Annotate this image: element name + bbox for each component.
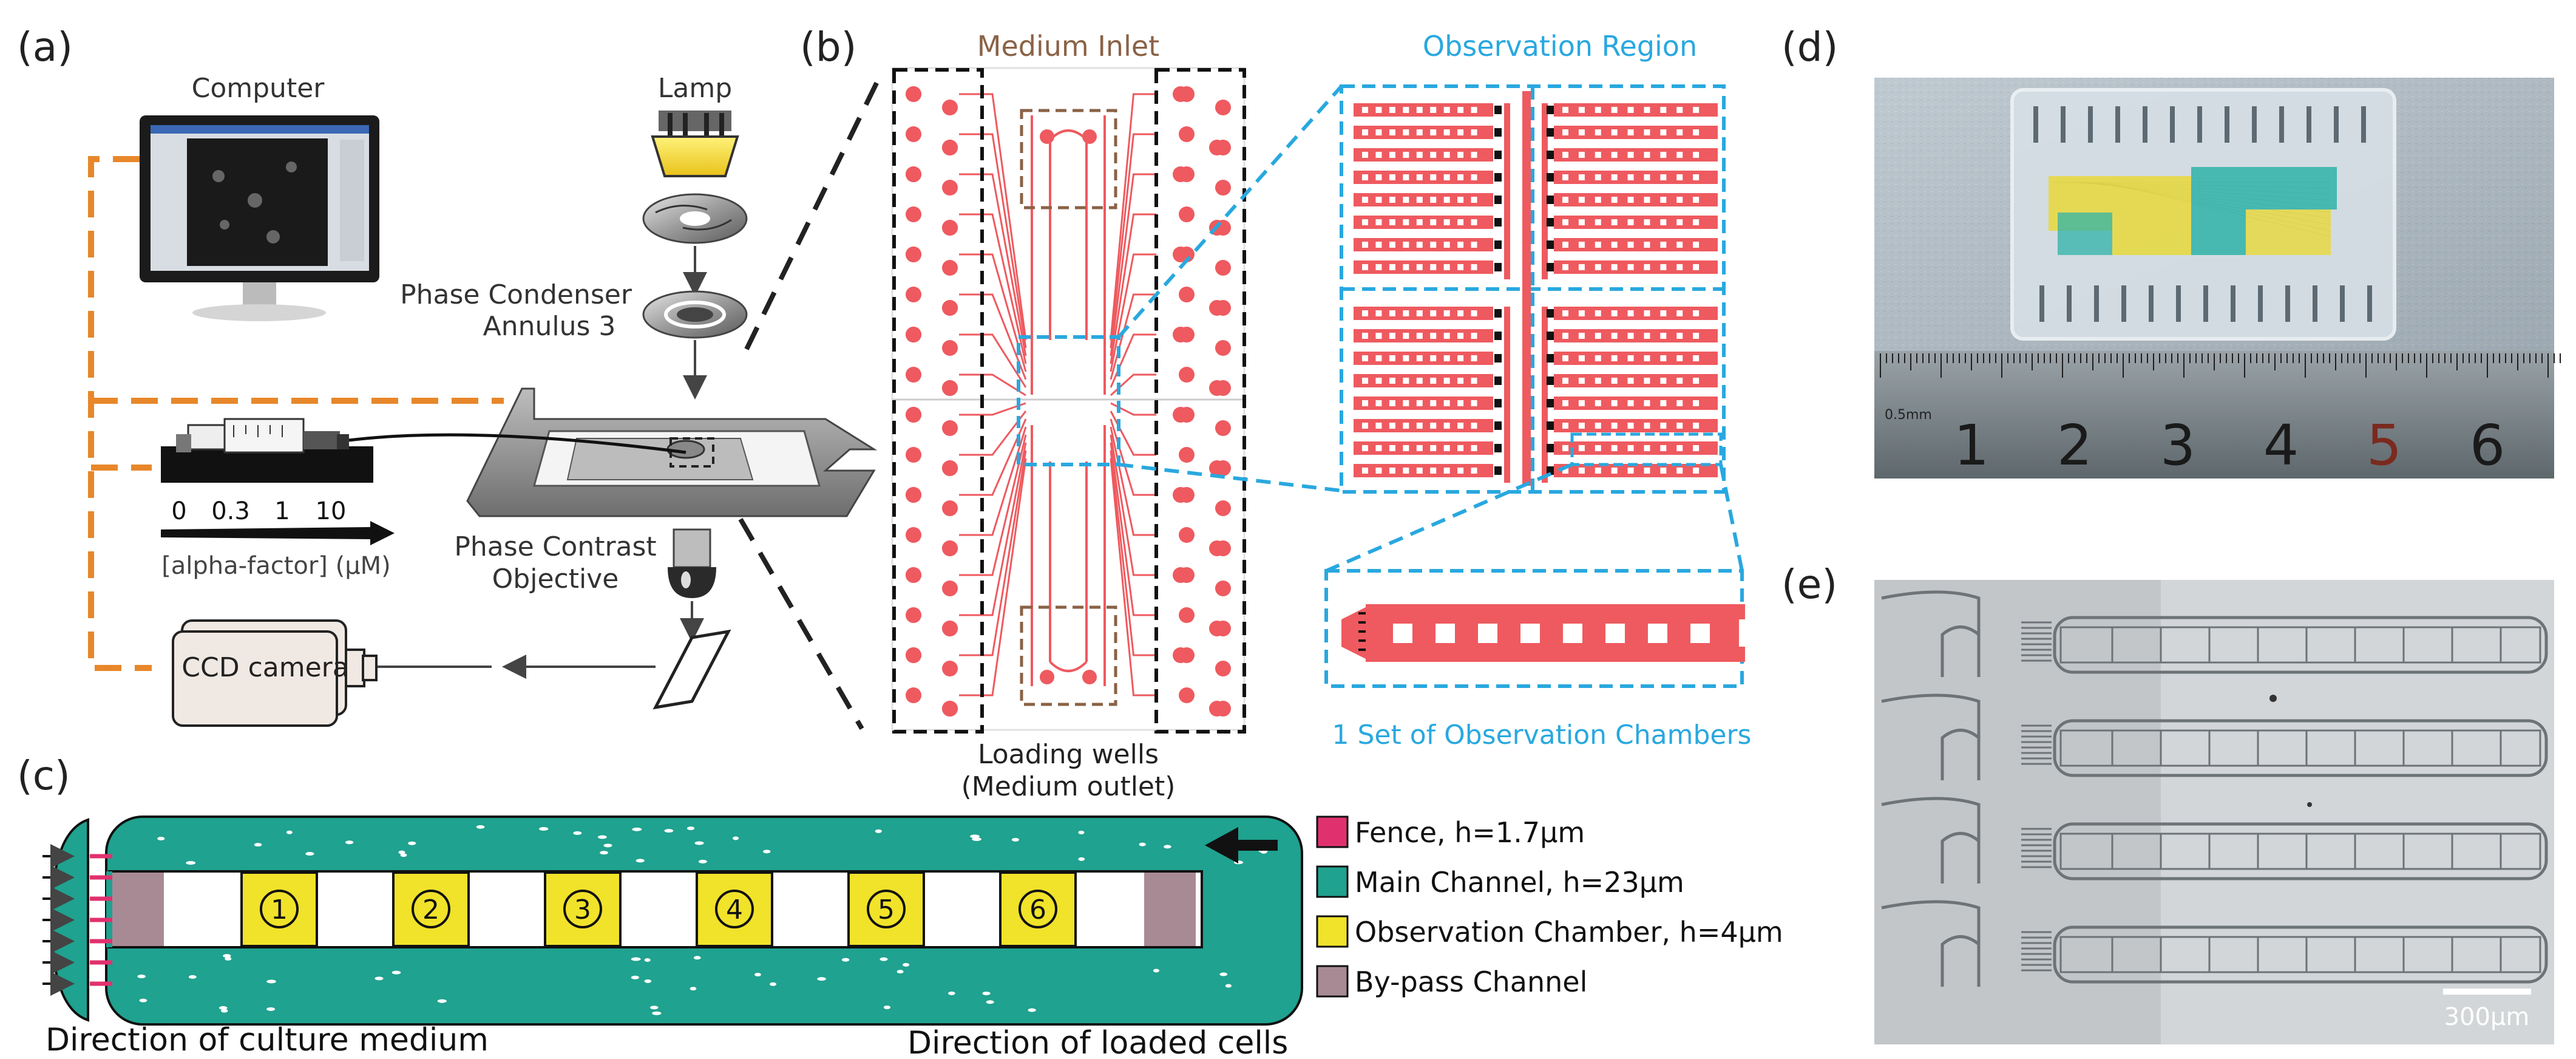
iris-diaphragm-icon xyxy=(642,193,748,244)
loading-wells xyxy=(906,86,1231,717)
concentration-label: [alpha-factor] (µM) xyxy=(161,552,391,580)
legend-label: By-pass Channel xyxy=(1355,965,1587,998)
panel-b: Medium Inlet Observation Region xyxy=(738,30,1752,802)
objective-label-1: Phase Contrast xyxy=(454,531,656,562)
panel-label-a: (a) xyxy=(17,24,73,70)
panel-c: 1 2 3 4 5 6 Direction of culture medium Direc… xyxy=(42,816,1783,1059)
single-set-chambers xyxy=(1341,604,1745,662)
chamber-2 xyxy=(392,871,470,947)
objective-label-2: Objective xyxy=(492,564,619,594)
direction-cells-label: Direction of loaded cells xyxy=(907,1025,1288,1059)
observation-region-box-small xyxy=(1017,335,1120,466)
scale-bar-label: 300μm xyxy=(2444,1003,2530,1031)
ruler-ticks xyxy=(1880,353,2561,378)
panel-label-e: (e) xyxy=(1781,561,1837,608)
pump-scale-3: 10 xyxy=(316,497,347,525)
legend-swatch xyxy=(1316,816,1349,848)
mirror-icon xyxy=(652,629,731,710)
chamber-6 xyxy=(999,871,1077,947)
chamber-number: 5 xyxy=(878,894,895,925)
chamber-number: 4 xyxy=(726,894,743,925)
chamber-number: 2 xyxy=(422,894,439,925)
medium-inlet-box-bottom xyxy=(1020,605,1117,706)
observation-chambers: 1 2 3 4 5 6 xyxy=(240,871,1077,947)
condenser-label-2: Annulus 3 xyxy=(483,311,616,342)
single-set-box xyxy=(1324,569,1744,688)
condenser-annulus-icon xyxy=(642,290,748,339)
loaded-cells-arrow xyxy=(1205,827,1278,863)
ruler-number: 2 xyxy=(2057,413,2093,478)
syringe-pump-icon xyxy=(161,418,373,483)
pump-scale-1: 0.3 xyxy=(211,497,250,525)
chamber-5 xyxy=(847,871,925,947)
bypass-right xyxy=(1144,873,1196,946)
inlet-arrows xyxy=(42,844,75,996)
central-channels xyxy=(1031,115,1106,686)
ccd-camera-icon xyxy=(172,619,378,727)
ruler-numbers: 1 2 3 4 5 6 xyxy=(1954,413,2506,478)
observation-chamber-rows xyxy=(1354,91,1718,486)
legend-label: Observation Chamber, h=4µm xyxy=(1355,916,1783,948)
metal-ruler xyxy=(1874,351,2554,478)
teal-dye xyxy=(2191,167,2337,255)
pump-scale-0: 0 xyxy=(171,497,186,525)
pump-scale-2: 1 xyxy=(274,497,290,525)
computer-icon xyxy=(140,115,379,321)
legend-swatch xyxy=(1316,865,1349,898)
legend-label: Fence, h=1.7µm xyxy=(1355,816,1585,849)
loading-wells-label-1: Loading wells xyxy=(978,739,1159,770)
lamp-icon xyxy=(651,111,739,177)
camera-label: CCD camera xyxy=(181,652,348,683)
microscope-stage xyxy=(466,387,878,517)
observation-region-label: Observation Region xyxy=(1423,30,1697,63)
legend-swatch xyxy=(1316,915,1349,948)
medium-inlet-label: Medium Inlet xyxy=(977,30,1159,63)
orange-dashed-connectors xyxy=(88,156,504,671)
ruler-number: 4 xyxy=(2263,413,2299,478)
legend-swatch xyxy=(1316,965,1349,998)
ruler-number: 1 xyxy=(1954,413,1990,478)
legend-label: Main Channel, h=23µm xyxy=(1355,866,1684,899)
panel-label-c: (c) xyxy=(17,752,70,799)
medium-inlet-box-top xyxy=(1020,109,1117,209)
ruler-unit: 0.5mm xyxy=(1885,407,1932,423)
chamber-1 xyxy=(240,871,318,947)
loading-wells-box-left xyxy=(892,68,984,734)
panel-e-micrograph: 300μm xyxy=(1874,580,2554,1044)
lamp-label: Lamp xyxy=(658,73,732,104)
chamber-number: 3 xyxy=(574,894,591,925)
ruler-number: 6 xyxy=(2470,413,2506,478)
panel-label-d: (d) xyxy=(1781,24,1838,70)
ruler-number: 5 xyxy=(2367,413,2402,478)
panel-d-photo: 0.5mm 1 2 3 4 5 6 xyxy=(1874,78,2561,478)
chamber-number: 1 xyxy=(271,894,288,925)
panel-label-b: (b) xyxy=(800,24,856,70)
yellow-dye xyxy=(2049,176,2191,255)
condenser-label-1: Phase Condenser xyxy=(400,279,632,310)
concentration-gradient-arrow xyxy=(161,521,395,545)
direction-medium-label: Direction of culture medium xyxy=(46,1022,489,1058)
panel-a: Computer Lamp xyxy=(88,73,878,727)
micrograph-chambers xyxy=(1881,590,2548,987)
fence-lines xyxy=(90,854,112,986)
one-set-label: 1 Set of Observation Chambers xyxy=(1332,720,1752,751)
loading-wells-label-2: (Medium outlet) xyxy=(961,771,1176,802)
bypass-left xyxy=(112,873,164,946)
scale-bar xyxy=(2443,989,2531,995)
objective-lens-icon xyxy=(668,528,716,598)
chamber-number: 6 xyxy=(1029,894,1046,925)
computer-label: Computer xyxy=(192,73,325,104)
loading-wells-box-right xyxy=(1154,68,1246,734)
chamber-4 xyxy=(696,871,773,947)
ruler-number: 3 xyxy=(2160,413,2196,478)
chamber-3 xyxy=(544,871,622,947)
